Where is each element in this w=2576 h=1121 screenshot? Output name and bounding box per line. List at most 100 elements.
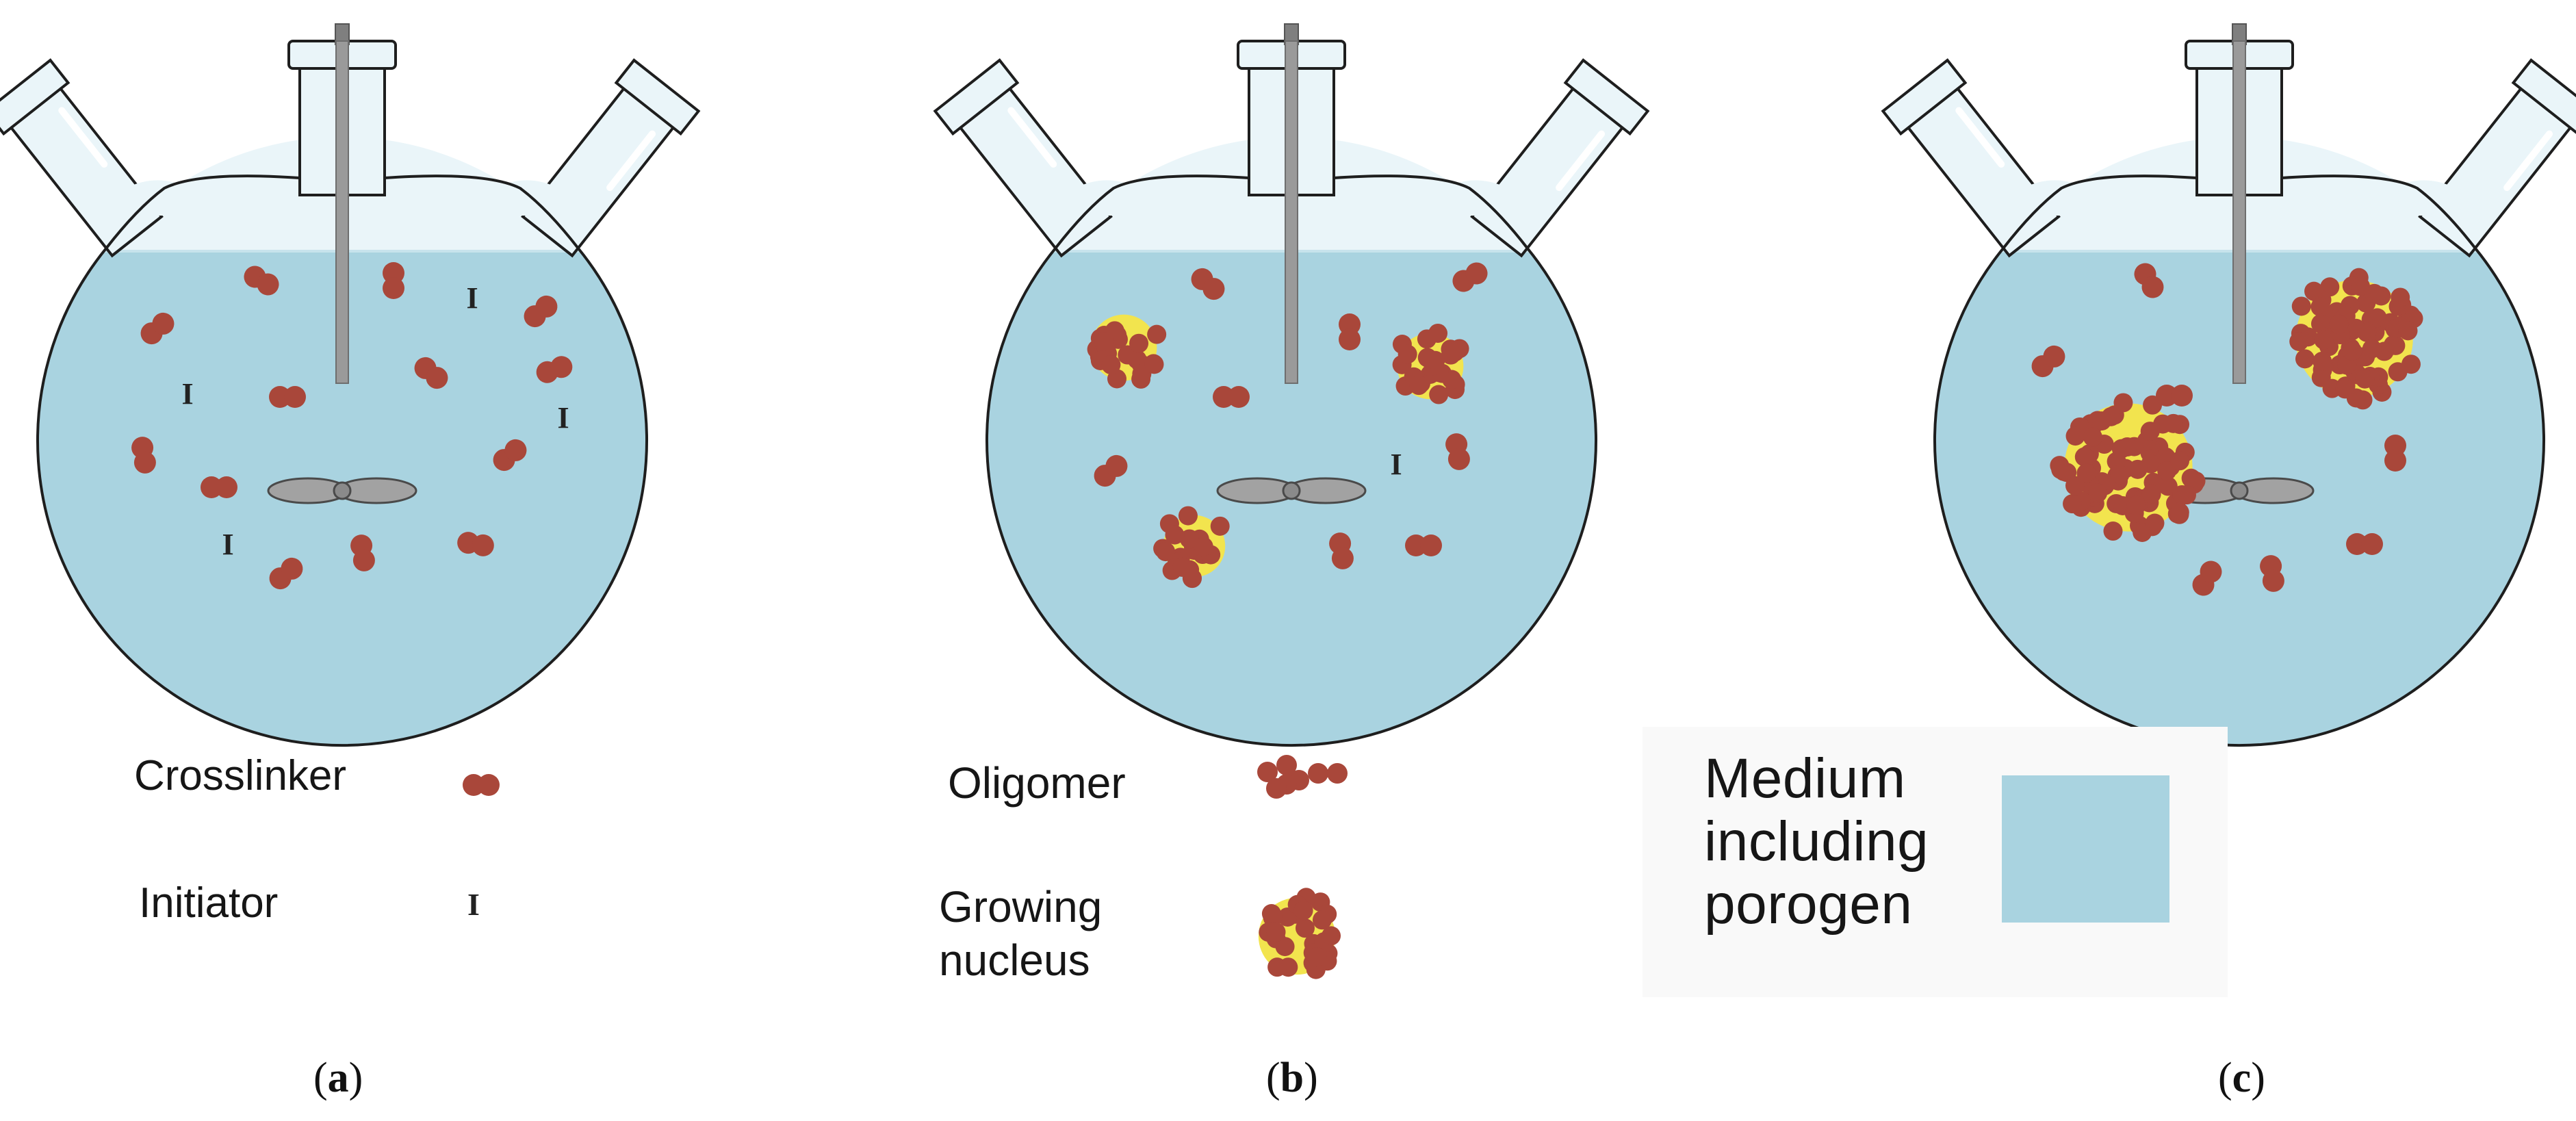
initiator-symbol: I (222, 528, 233, 561)
legend-growing-nucleus-label: Growing nucleus (939, 882, 1103, 985)
growing-nucleus (2289, 268, 2423, 410)
crosslinker-particle (2156, 385, 2193, 407)
particle-bead (133, 451, 156, 474)
crosslinker-particle (2384, 435, 2406, 472)
nucleus-bead (2170, 451, 2190, 471)
nucleus-bead (1194, 537, 1213, 556)
flask-side-lip-right (1563, 58, 1650, 136)
particle-bead (1420, 534, 1442, 556)
nucleus-bead (2083, 427, 2102, 447)
crosslinker-particle (244, 266, 279, 296)
caption-b-letter: b (1280, 1055, 1304, 1101)
nucleus-bead (1129, 333, 1149, 353)
nucleus-bead (1322, 926, 1341, 946)
particle-bead (383, 277, 404, 299)
nucleus-bead (2176, 485, 2196, 505)
glass-highlight (1556, 130, 1606, 192)
nucleus-bead (1263, 907, 1283, 927)
particle-bead (2262, 569, 2284, 592)
stirrer-hub (1282, 481, 1301, 500)
particle-bead (2346, 533, 2368, 555)
nucleus-bead (2329, 314, 2349, 334)
flask-shoulder-outline-right (1333, 175, 1529, 250)
flask-bulb-outline (986, 247, 1597, 747)
nucleus-bead (2051, 460, 2071, 480)
flask-side-lip-left (1881, 58, 1968, 136)
caption-c: (c) (2218, 1055, 2265, 1101)
particle-bead (478, 774, 500, 796)
nucleus-bead (2074, 447, 2094, 467)
stirrer-hub (333, 481, 352, 500)
particle-bead (1228, 386, 1250, 408)
particle-bead (352, 549, 375, 571)
growing-nucleus (1392, 323, 1469, 404)
particle-bead (2384, 435, 2406, 456)
nucleus-bead (1210, 516, 1230, 536)
particle-bead (216, 476, 237, 498)
particle-bead (1339, 313, 1361, 335)
flask-shoulder-outline-left (2002, 175, 2198, 250)
particle-bead (1202, 278, 1225, 300)
flask-panel-b: I (933, 23, 1650, 747)
crosslinker-particle (1452, 262, 1488, 292)
nucleus-bead (2063, 494, 2083, 514)
particle-bead (550, 356, 573, 378)
particle-bead (463, 774, 485, 796)
crosslinker-particle (140, 312, 175, 345)
crosslinker-particle (536, 356, 573, 383)
particle-bead (1105, 454, 1128, 477)
particle-bead (504, 439, 527, 461)
oligomer-bead (1257, 762, 1278, 782)
particle-bead (1465, 262, 1488, 285)
nucleus-bead (2103, 521, 2123, 541)
particle-bead (257, 273, 279, 296)
particle-bead (284, 386, 306, 408)
nucleus-bead (2350, 276, 2370, 296)
nucleus-bead (2091, 411, 2111, 431)
initiator-symbol: I (466, 281, 478, 315)
particle-bead (2171, 385, 2193, 407)
crosslinker-particle (2260, 555, 2284, 592)
initiator-symbol: I (1390, 448, 1402, 481)
particle-bead (201, 476, 222, 498)
nucleus-bead (1267, 957, 1287, 977)
flask-side-lip-left (933, 58, 1020, 136)
nucleus-bead (2401, 355, 2421, 374)
crosslinker-particle (131, 437, 156, 474)
glass-highlight (1955, 107, 2005, 168)
particle-bead (1213, 386, 1235, 408)
nucleus-bead (2343, 342, 2362, 361)
flask-panel-c (1881, 23, 2576, 747)
particle-bead (281, 557, 303, 580)
particle-bead (152, 312, 175, 335)
nucleus-bead (2117, 437, 2137, 457)
stirrer-rod (1285, 40, 1298, 384)
flask-bulb-outline (1933, 247, 2545, 747)
nucleus-bead (1179, 529, 1199, 549)
legend-graphics: I (463, 727, 2228, 997)
nucleus-bead (2362, 339, 2382, 359)
nucleus-bead (2295, 349, 2315, 369)
nucleus-bead (1172, 557, 1192, 577)
oligomer-bead (1308, 763, 1328, 784)
nucleus-bead (1307, 947, 1327, 967)
crosslinker-particle (1445, 433, 1470, 470)
legend-medium-label: Medium including porogen (1704, 747, 1929, 936)
nucleus-bead (1156, 542, 1176, 562)
crosslinker-particle (1213, 386, 1250, 408)
glass-highlight (2503, 130, 2553, 192)
particle-bead (2141, 276, 2164, 298)
caption-a-letter: a (327, 1055, 349, 1101)
crosslinker-particle (1094, 454, 1128, 487)
nucleus-bead (2158, 476, 2178, 496)
particle-bead (2361, 533, 2383, 555)
nucleus-bead (2291, 296, 2311, 316)
crosslinker-particle (2346, 533, 2383, 555)
nucleus-bead (2110, 465, 2130, 485)
nucleus-bead (2304, 281, 2324, 301)
crosslinker-particle (524, 295, 558, 328)
nucleus-bead (2355, 369, 2375, 389)
nucleus-bead (1398, 344, 1417, 364)
crosslinker-particle (493, 439, 527, 472)
